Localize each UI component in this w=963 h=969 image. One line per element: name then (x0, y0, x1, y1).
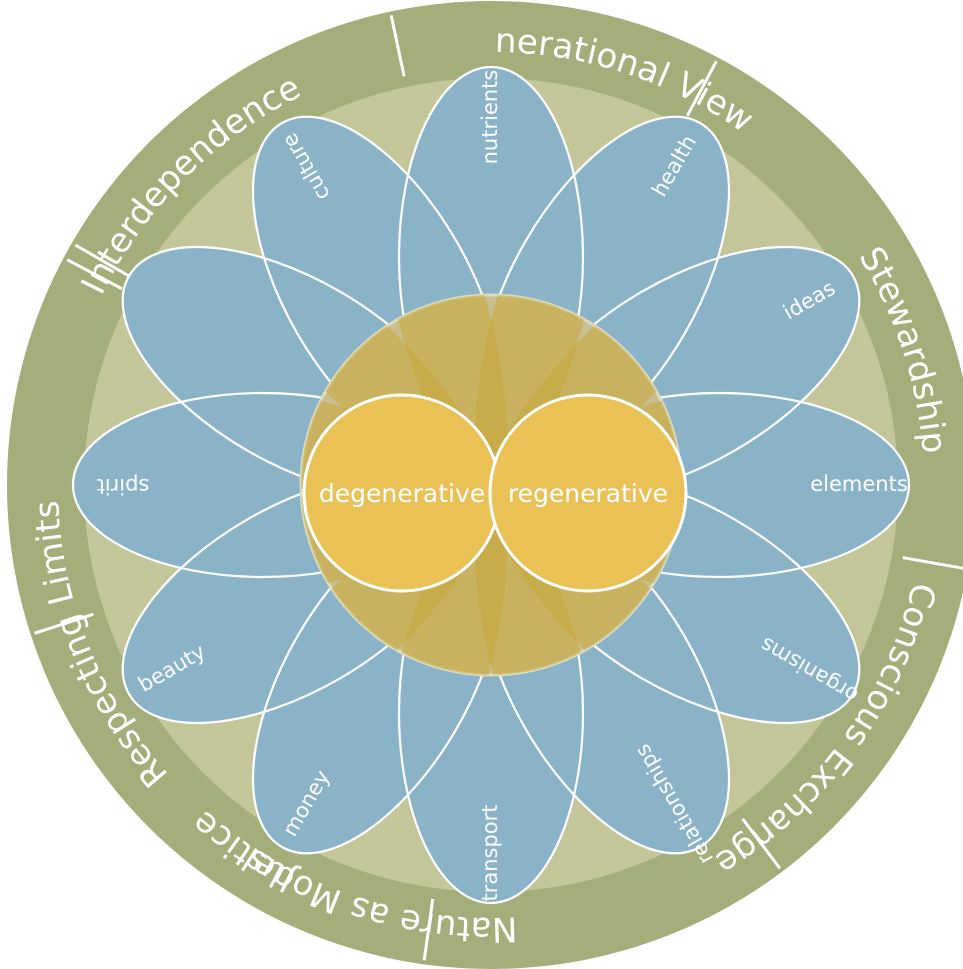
gold-star-ray (379, 295, 507, 489)
ring-divider (685, 60, 718, 117)
ring-divider (389, 15, 406, 77)
regenerative-circle (488, 393, 688, 593)
ring-divider (902, 556, 963, 570)
petal-label: spirit (97, 474, 150, 498)
ring-divider (74, 243, 130, 278)
petal-label: elements (810, 472, 908, 496)
ring-divider (741, 817, 782, 870)
petal-label: transport (478, 804, 502, 901)
regenerative-label: regenerative (508, 479, 668, 508)
ring-divider (34, 612, 94, 635)
ring-divider (422, 898, 435, 961)
gold-star-ray (475, 295, 603, 489)
degenerative-label: degenerative (319, 479, 485, 508)
ring-dividers (34, 15, 963, 961)
petal-label: nutrients (478, 70, 502, 165)
ring-divider (66, 258, 123, 291)
